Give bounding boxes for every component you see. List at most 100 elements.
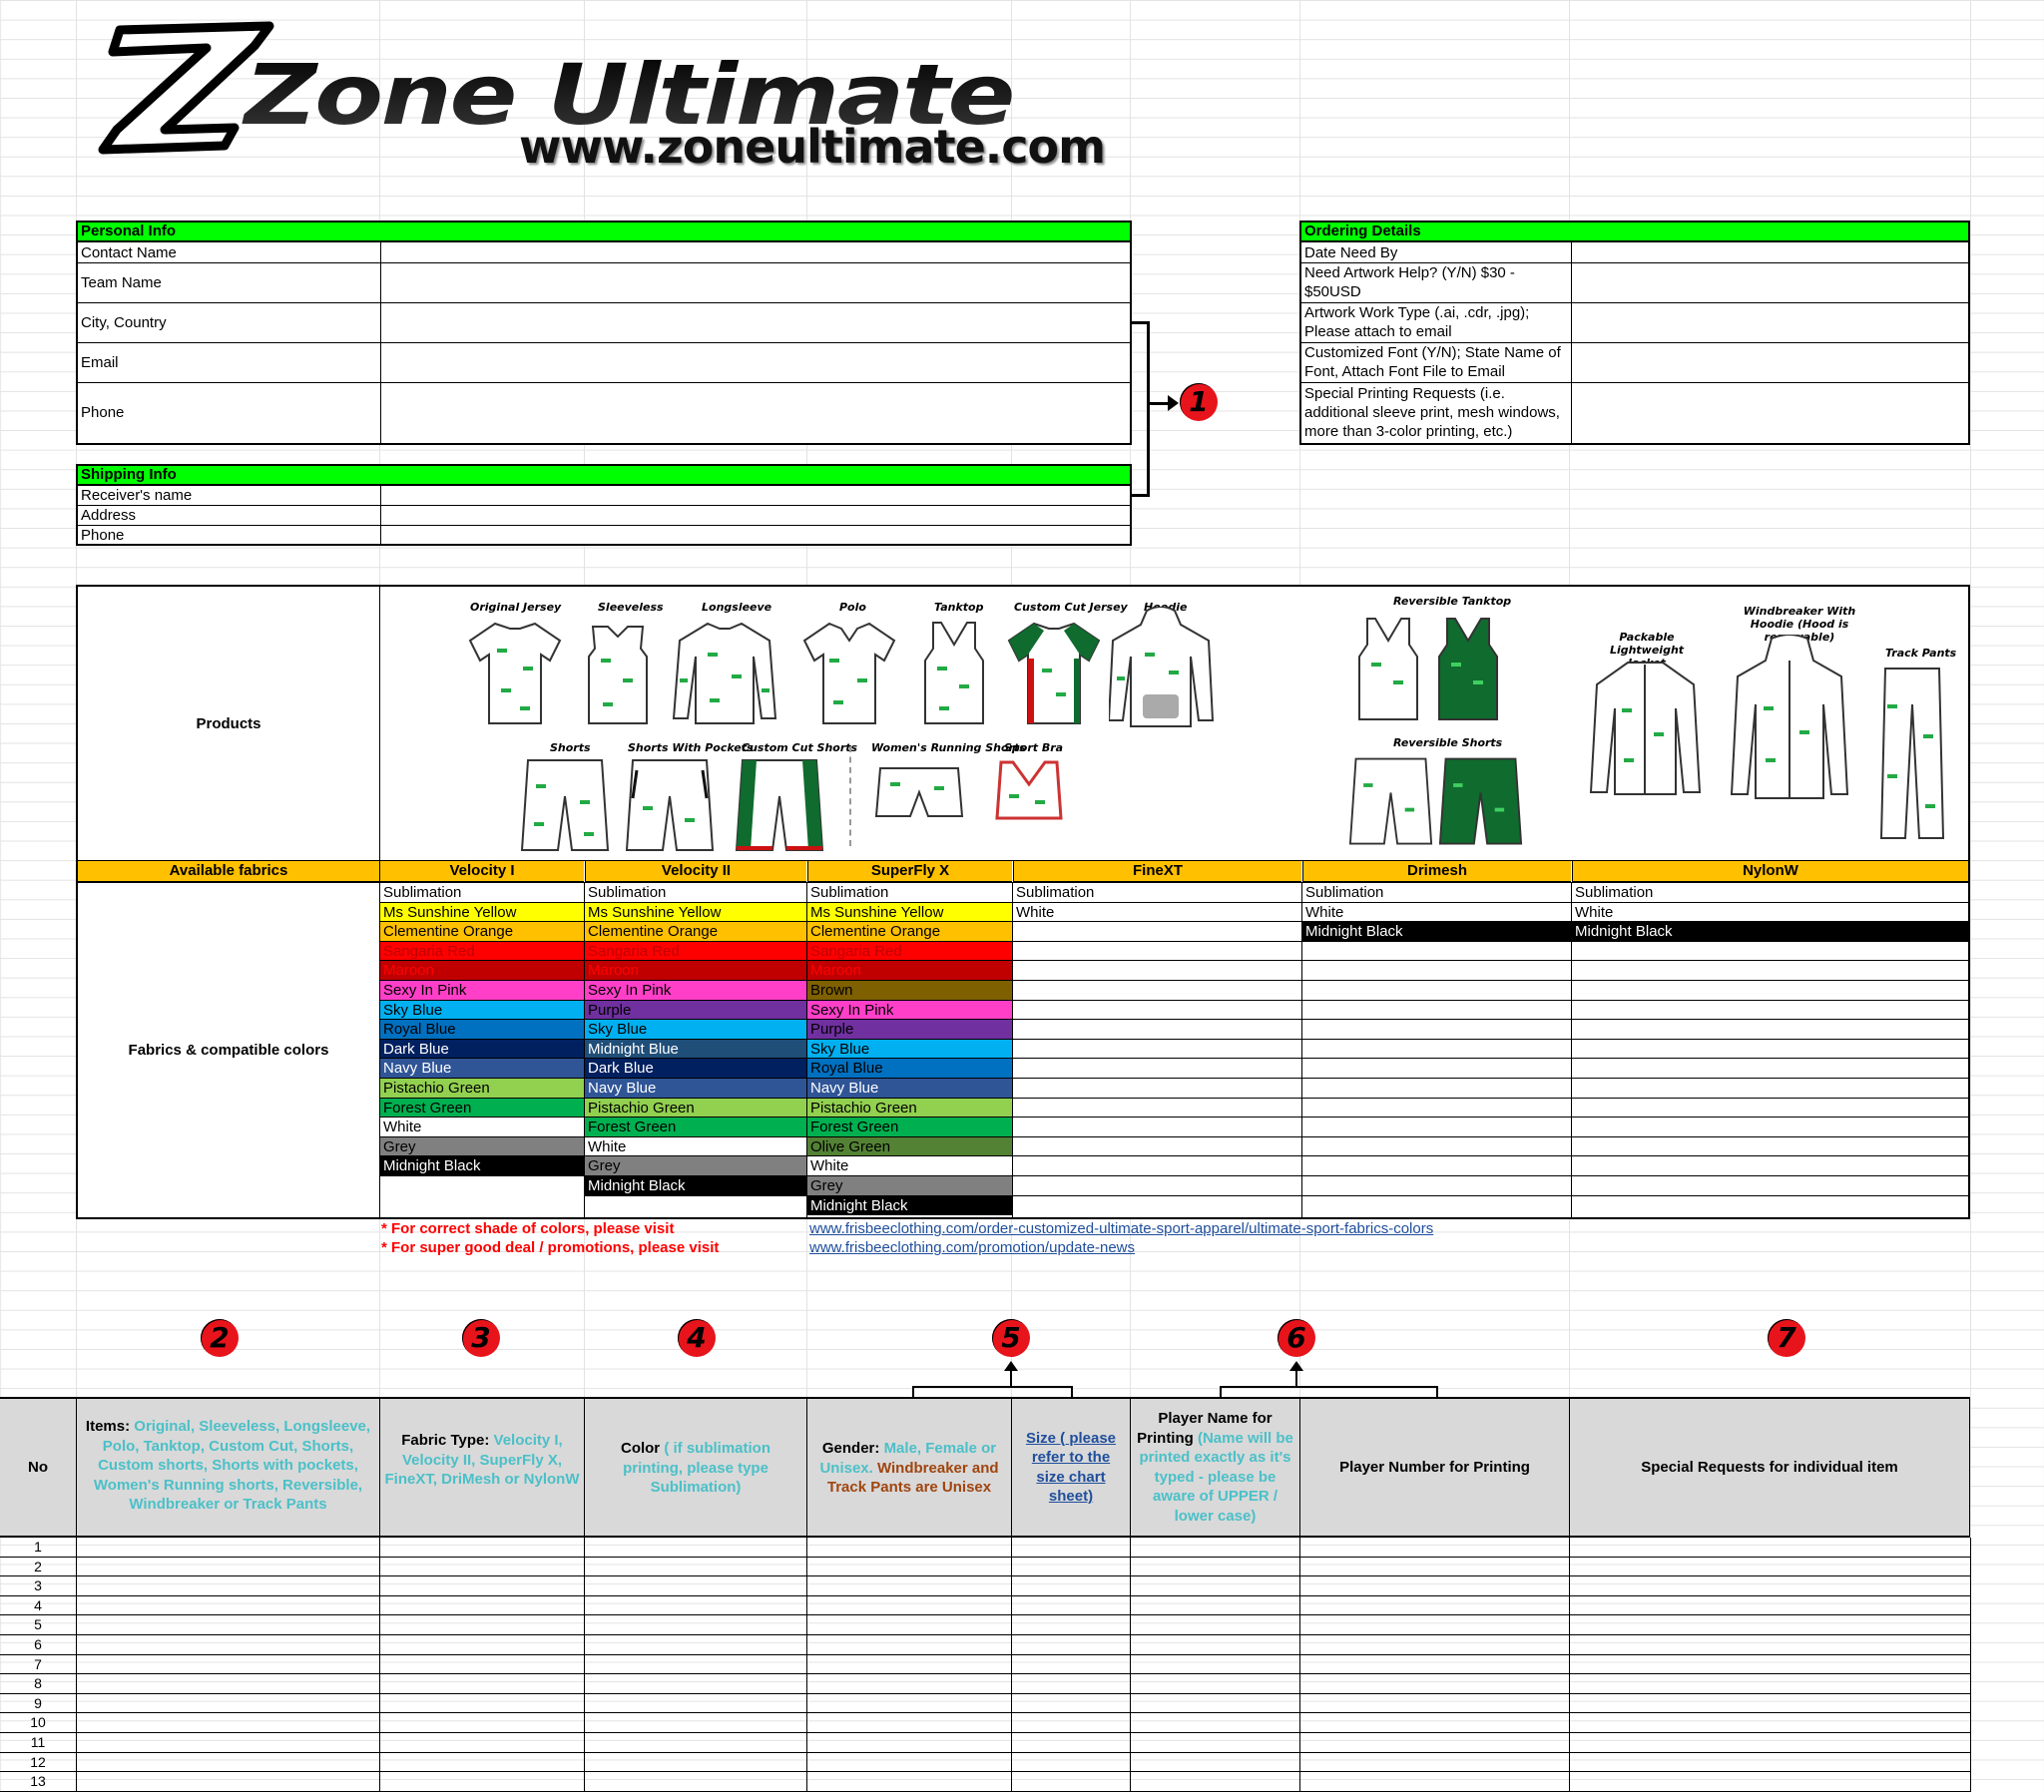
womens-shorts-image: [874, 767, 964, 817]
shipping-phone-field[interactable]: [382, 526, 1130, 544]
bracket-connector: [1132, 321, 1150, 497]
col-items-header: Items: Original, Sleeveless, Longsleeve,…: [76, 1399, 379, 1536]
player-name-note: (Name will be printed exactly as it's ty…: [1139, 1429, 1293, 1525]
fabric-color-0-5: Sexy In Pink: [380, 981, 584, 1001]
col-gender-header: Gender: Male, Female or Unisex. Windbrea…: [806, 1399, 1011, 1536]
fabric-empty-cell: [1302, 981, 1571, 1001]
fabric-empty-cell: [1013, 1040, 1301, 1060]
phone-field[interactable]: [382, 383, 1130, 443]
order-row[interactable]: 4: [0, 1596, 1970, 1616]
fabric-type-label: Fabric Type:: [401, 1432, 490, 1449]
artwork-help-label: Need Artwork Help? (Y/N) $30 - $50USD: [1304, 264, 1515, 300]
city-country-label: City, Country: [81, 313, 167, 331]
date-need-by-label: Date Need By: [1304, 243, 1398, 261]
custom-font-field[interactable]: [1573, 343, 1968, 382]
row-number: 5: [34, 1616, 42, 1633]
fabric-empty-cell: [1013, 1176, 1301, 1196]
team-name-label: Team Name: [81, 273, 162, 291]
fabric-color-1-2: Clementine Orange: [585, 922, 806, 942]
order-row[interactable]: 10: [0, 1713, 1970, 1733]
fabric-empty-cell: [1013, 1099, 1301, 1119]
order-row[interactable]: 3: [0, 1576, 1970, 1596]
fabric-header-velocity-1: Velocity I: [380, 861, 584, 882]
fabric-empty-cell: [1302, 1156, 1571, 1176]
brand-logo: Zone Ultimate: [95, 18, 1043, 178]
date-need-by-field[interactable]: [1573, 242, 1968, 262]
fabric-color-2-9: Royal Blue: [807, 1059, 1012, 1079]
step-6-badge: 6: [1278, 1319, 1315, 1357]
fabric-empty-cell: [1302, 1040, 1571, 1060]
fabric-color-1-1: Ms Sunshine Yellow: [585, 902, 806, 923]
label-track-pants: Track Pants: [1885, 647, 1957, 660]
artwork-help-field[interactable]: [1573, 263, 1968, 302]
fabric-color-0-9: Navy Blue: [380, 1059, 584, 1079]
fabric-color-1-12: Forest Green: [585, 1118, 806, 1137]
size-chart-link[interactable]: Size ( please refer to the size chart sh…: [1025, 1429, 1117, 1506]
label-shorts: Shorts: [550, 741, 591, 754]
row-number: 1: [34, 1539, 42, 1555]
fabric-empty-cell: [1013, 1059, 1301, 1079]
order-row[interactable]: 5: [0, 1615, 1970, 1635]
fabric-empty-cell: [1572, 1040, 1968, 1060]
fabric-empty-cell: [1572, 1059, 1968, 1079]
fabric-color-2-3: Sangaria Red: [807, 941, 1012, 962]
promo-link[interactable]: www.frisbeeclothing.com/promotion/update…: [809, 1239, 1135, 1256]
fabric-color-0-4: Maroon: [380, 961, 584, 981]
fabric-empty-cell: [1302, 1079, 1571, 1099]
fabric-color-0-13: Grey: [380, 1136, 584, 1157]
team-name-field[interactable]: [382, 263, 1130, 302]
contact-name-field[interactable]: [382, 242, 1130, 262]
hoodie-image: [1109, 607, 1214, 727]
order-row[interactable]: 12: [0, 1753, 1970, 1773]
address-field[interactable]: [382, 506, 1130, 525]
fabric-color-2-0: Sublimation: [807, 883, 1012, 903]
order-row[interactable]: 8: [0, 1674, 1970, 1694]
fabric-color-1-7: Sky Blue: [585, 1020, 806, 1040]
order-row[interactable]: 6: [0, 1635, 1970, 1655]
longsleeve-image: [672, 622, 777, 724]
reversible-tanktop-green-image: [1438, 618, 1498, 720]
custom-cut-jersey-image: [1007, 622, 1101, 724]
shade-note: * For correct shade of colors, please vi…: [381, 1220, 675, 1237]
fabric-color-0-3: Sangaria Red: [380, 941, 584, 962]
fabric-color-0-2: Clementine Orange: [380, 922, 584, 942]
special-printing-field[interactable]: [1573, 383, 1968, 443]
fabric-empty-cell: [1013, 1118, 1301, 1137]
fabric-empty-cell: [1572, 1156, 1968, 1176]
gender-label: Gender:: [821, 1440, 880, 1457]
fabric-header-velocity-2: Velocity II: [585, 861, 806, 882]
city-country-field[interactable]: [382, 303, 1130, 342]
label-tanktop: Tanktop: [934, 601, 984, 614]
order-row[interactable]: 2: [0, 1558, 1970, 1577]
order-row[interactable]: 13: [0, 1772, 1970, 1792]
fabric-color-2-11: Pistachio Green: [807, 1098, 1012, 1119]
col-color-header: Color ( if sublimation printing, please …: [584, 1399, 806, 1536]
label-polo: Polo: [839, 601, 866, 614]
fabric-color-0-11: Forest Green: [380, 1098, 584, 1119]
order-row[interactable]: 7: [0, 1655, 1970, 1675]
order-row[interactable]: 1: [0, 1538, 1970, 1558]
fabric-color-5-1: White: [1572, 902, 1968, 923]
shipping-info-grid: Receiver's name Address Phone: [76, 484, 1132, 546]
order-row[interactable]: 9: [0, 1694, 1970, 1714]
order-row[interactable]: 11: [0, 1733, 1970, 1753]
artwork-type-field[interactable]: [1573, 303, 1968, 342]
label-shorts-pockets: Shorts With Pockets: [628, 741, 754, 754]
fabric-color-2-8: Sky Blue: [807, 1039, 1012, 1060]
reversible-shorts-white-image: [1348, 757, 1433, 845]
shade-link[interactable]: www.frisbeeclothing.com/order-customized…: [809, 1220, 1434, 1237]
custom-font-label: Customized Font (Y/N); State Name of Fon…: [1304, 344, 1561, 380]
fabric-empty-cell: [1572, 1099, 1968, 1119]
fabric-color-2-6: Sexy In Pink: [807, 1000, 1012, 1021]
email-field[interactable]: [382, 343, 1130, 382]
fabric-empty-cell: [1302, 1059, 1571, 1079]
fabric-empty-cell: [1013, 922, 1301, 942]
special-printing-label: Special Printing Requests (i.e. addition…: [1304, 384, 1560, 440]
fabric-color-2-12: Forest Green: [807, 1118, 1012, 1137]
fabric-color-4-2: Midnight Black: [1302, 922, 1571, 942]
fabric-color-0-10: Pistachio Green: [380, 1079, 584, 1099]
step-1-badge: 1: [1180, 383, 1218, 421]
personal-info-section: Personal Info Contact Name Team Name Cit…: [76, 221, 1132, 445]
fabric-empty-cell: [1013, 1079, 1301, 1099]
receiver-name-field[interactable]: [382, 486, 1130, 505]
